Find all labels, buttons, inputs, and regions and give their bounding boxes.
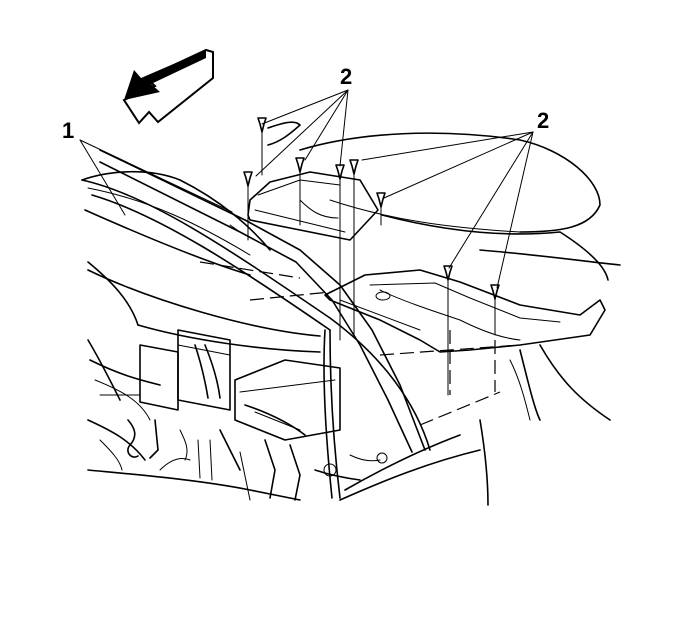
push-pin-retainer-icon [243,117,500,396]
callout-2-right-leaders [361,131,534,289]
engine-bay-details [87,339,489,506]
alignment-dashed-lines [199,261,521,426]
fender-right [509,344,611,421]
arrow-forward-icon [122,48,214,125]
callout-2-label-left: 2 [340,64,352,89]
callout-1-label: 1 [62,118,74,143]
right-grille-section [324,269,606,353]
body-outline-left [81,170,431,451]
hood-outline [299,132,621,281]
callout-2-label-right: 2 [537,108,549,133]
callout-2-left-leaders [255,89,349,177]
cowl-structure [139,329,341,499]
left-grille-section [247,121,379,241]
air-inlet-grille-panel [99,149,426,453]
